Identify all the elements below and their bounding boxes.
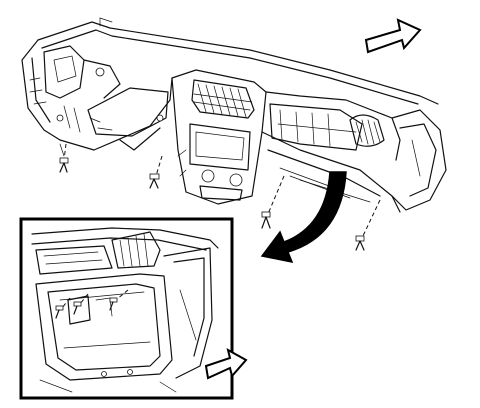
bolt-icon <box>55 297 71 319</box>
bolt-icon <box>73 293 89 315</box>
bolt-icon <box>355 199 381 251</box>
bolt-icon <box>59 143 69 173</box>
arrow-right-icon <box>364 18 422 54</box>
bolt-icon <box>149 155 163 189</box>
bolt-icon <box>109 289 129 311</box>
curved-arrow-icon <box>260 171 347 264</box>
detail-inset <box>19 217 248 400</box>
instrument-panel-assembly <box>21 17 447 213</box>
bolt-icon <box>261 175 285 229</box>
arrow-right-icon <box>204 348 248 380</box>
